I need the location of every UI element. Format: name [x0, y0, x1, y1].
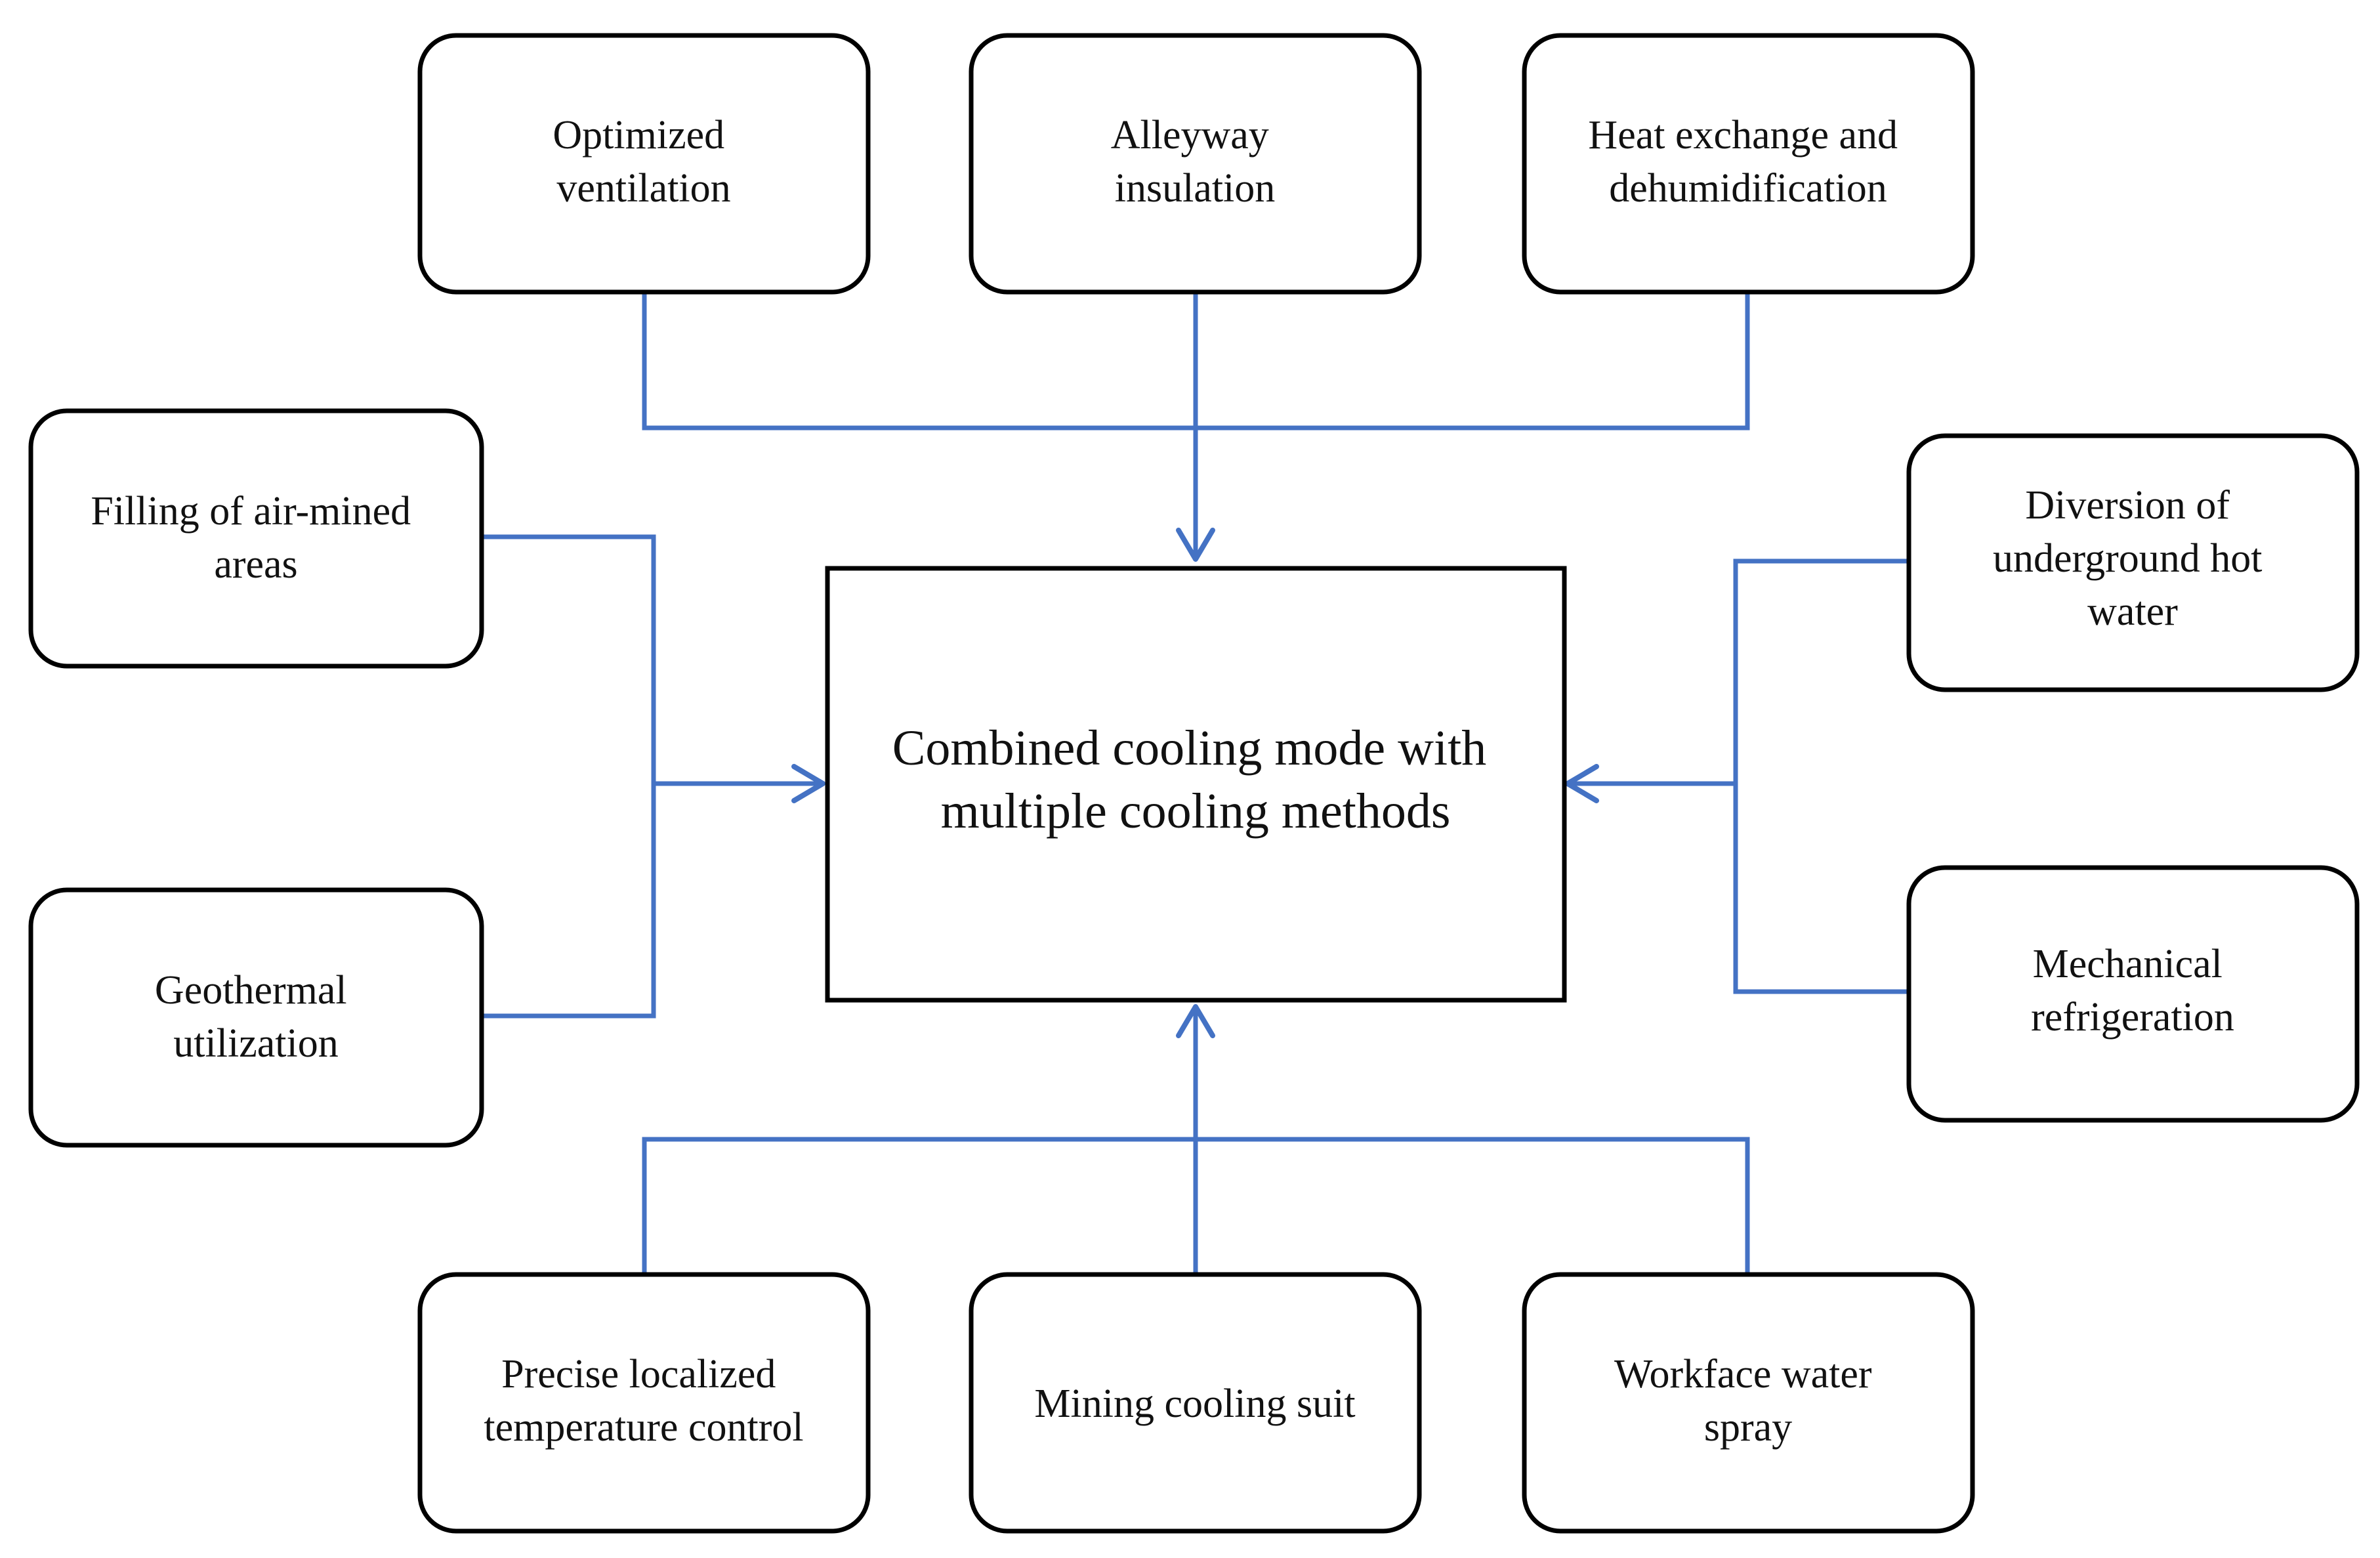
arrowhead-bottom [1176, 1004, 1215, 1038]
node-line: underground hot [1993, 536, 2262, 581]
node-precise-localized: Precise localized temperature control [417, 1272, 871, 1534]
node-line: Alleyway [1111, 113, 1269, 158]
node-line: ventilation [556, 166, 730, 211]
node-line: Heat exchange and [1588, 113, 1898, 158]
node-diversion-hot-water: Diversion of underground hot water [1906, 433, 2360, 692]
arrowhead-left [791, 764, 825, 803]
node-label: Filling of air-mined areas [91, 489, 421, 587]
node-line: Diversion of [2025, 483, 2230, 528]
center-node: Combined cooling mode with multiple cool… [825, 566, 1567, 1003]
node-label: Diversion of underground hot water [1993, 483, 2272, 634]
node-line: spray [1704, 1405, 1792, 1450]
node-mining-cooling-suit: Mining cooling suit [969, 1272, 1422, 1534]
node-line: Filling of air-mined [91, 489, 411, 534]
connector-right-group [1733, 558, 1909, 994]
center-node-line: Combined cooling mode with [892, 721, 1487, 776]
node-line: areas [214, 542, 297, 587]
node-line: Geothermal [155, 968, 347, 1013]
node-label: Optimized ventilation [553, 113, 734, 211]
node-line: Precise localized [501, 1352, 776, 1397]
node-label: Mining cooling suit [1034, 1381, 1355, 1426]
node-line: dehumidification [1609, 166, 1887, 211]
node-label: Alleyway insulation [1111, 113, 1280, 211]
arrowhead-top [1176, 528, 1215, 562]
node-line: insulation [1115, 166, 1276, 211]
node-optimized-ventilation: Optimized ventilation [417, 33, 871, 295]
connector-left-group [482, 534, 656, 1019]
node-workface-water-spray: Workface water spray [1522, 1272, 1975, 1534]
node-label: Heat exchange and dehumidification [1588, 113, 1908, 211]
center-node-line: multiple cooling methods [941, 784, 1451, 839]
center-node-label: Combined cooling mode with multiple cool… [892, 721, 1499, 839]
node-line: Mechanical [2033, 942, 2223, 986]
node-line: water [2087, 589, 2178, 634]
node-alleyway-insulation: Alleyway insulation [969, 33, 1422, 295]
node-line: Workface water [1614, 1352, 1872, 1397]
node-mechanical-refrigeration: Mechanical refrigeration [1906, 865, 2360, 1123]
node-label: Geothermal utilization [155, 968, 357, 1066]
node-label: Mechanical refrigeration [2031, 942, 2234, 1040]
node-line: Optimized [553, 113, 724, 158]
node-line: refrigeration [2031, 995, 2234, 1040]
node-geothermal: Geothermal utilization [28, 887, 484, 1148]
arrowhead-right [1565, 764, 1599, 803]
node-line: temperature control [484, 1405, 803, 1450]
node-filling-air-mined: Filling of air-mined areas [28, 408, 484, 669]
node-line: utilization [173, 1021, 338, 1066]
node-label: Workface water spray [1614, 1352, 1882, 1450]
node-heat-exchange: Heat exchange and dehumidification [1522, 33, 1975, 295]
node-line: Mining cooling suit [1034, 1381, 1355, 1426]
node-label: Precise localized temperature control [484, 1352, 803, 1450]
connectors [482, 292, 1909, 1274]
